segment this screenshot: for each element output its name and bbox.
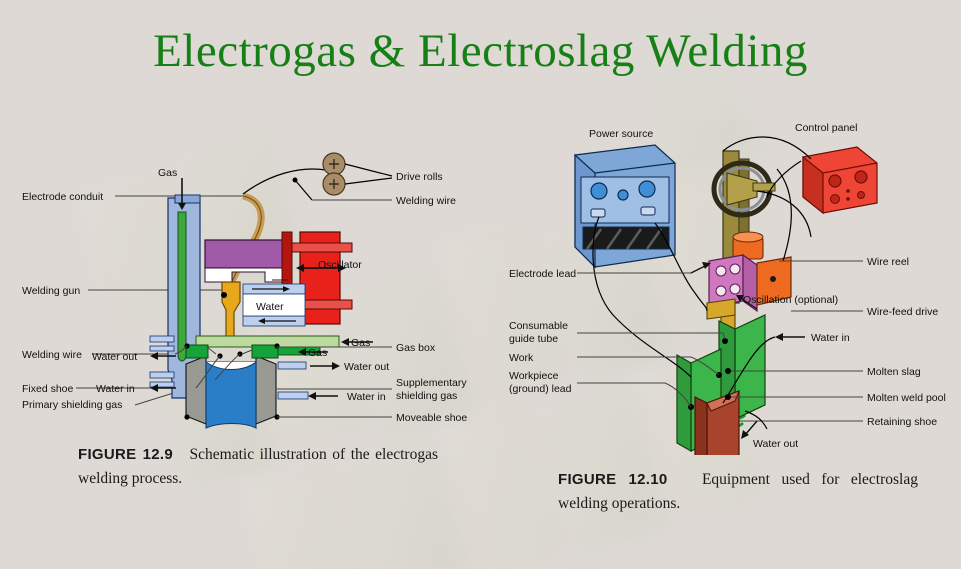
water-out-arrow [741,410,768,439]
node-molten-slag [725,368,731,374]
label-oscillator: Oscillator [318,259,362,271]
label-fixed-shoe: Fixed shoe [22,383,74,395]
label-welding-wire-right: Welding wire [396,195,456,207]
label-control-panel: Control panel [795,122,857,134]
figure-12-9-number: FIGURE 12.9 [78,446,173,463]
figure-12-9-caption: FIGURE 12.9 Schematic illustration of th… [78,443,438,491]
welding-wire-branch [294,179,313,201]
page-title: Electrogas & Electroslag Welding [153,25,808,77]
label-drive-rolls: Drive rolls [396,171,443,183]
label-primary-shielding-gas: Primary shielding gas [22,399,122,411]
label-workpiece-ground-lead-line2: (ground) lead [509,383,572,395]
leader-lines-left-fig2 [577,272,726,408]
label-workpiece-ground-lead-line1: Workpiece [509,370,559,382]
label-water-in-fig2: Water in [811,332,850,344]
oscillator-shape [272,231,353,325]
figure-12-10-diagram: Power source Control panel Wire reel Wir… [509,122,946,455]
label-oscillation-optional: Oscillation (optional) [743,294,838,306]
control-panel-shape [802,146,878,215]
nozzle-node [221,292,227,298]
label-supplementary-line1: Supplementary [396,377,467,389]
label-work: Work [509,352,534,364]
water-in-arrow [722,333,805,404]
figure-12-9-diagram: Electrode conduit Gas Welding gun Weldin… [22,152,467,429]
label-water-out-left: Water out [92,351,137,363]
label-consumable-guide-tube-line1: Consumable [509,320,568,332]
electrode-lead-arrow [690,262,711,274]
wire-feed-drive-shape [708,253,792,313]
label-water-out-right: Water out [344,361,389,373]
leader-lines-right-fig2 [731,260,863,422]
label-gas-top: Gas [158,167,177,179]
oscillation-arrow [736,295,758,310]
welding-wire-path [242,168,327,195]
label-consumable-guide-tube-line2: guide tube [509,333,558,345]
figure-12-10-number: FIGURE 12.10 [558,471,668,488]
gas-box-arrow-shape [341,338,373,346]
label-molten-weld-pool: Molten weld pool [867,392,946,404]
label-gas-lower-arrow: Gas [308,347,327,359]
label-supplementary-line2: shielding gas [396,390,457,402]
label-gas-box-arrow: Gas [351,337,370,349]
label-power-source: Power source [589,128,653,140]
label-electrode-conduit: Electrode conduit [22,191,103,203]
retaining-shoe-shape [694,390,740,455]
figure-12-10-caption-text: Equipment used for electroslag welding o… [558,471,918,513]
figure-12-9-caption-text: Schematic illustration of the electrogas… [78,446,438,488]
flow-arrows [150,348,340,400]
label-molten-slag: Molten slag [867,366,921,378]
power-source-shape [574,144,676,269]
label-moveable-shoe: Moveable shoe [396,412,467,424]
nozzle-shape [221,281,241,341]
water-channel [242,283,306,327]
label-welding-gun: Welding gun [22,285,80,297]
label-water-out-fig2: Water out [753,438,798,450]
label-water-in-right: Water in [347,391,386,403]
leader-lines-right [276,346,392,418]
cables [592,136,812,378]
shoes-and-weld-pool [174,343,321,429]
label-electrode-lead: Electrode lead [509,268,576,280]
wire-node [292,177,298,183]
drive-rolls-shape [322,152,393,196]
label-retaining-shoe: Retaining shoe [867,416,937,428]
label-water-in-left: Water in [96,383,135,395]
label-water-center: Water [256,301,284,313]
label-welding-wire-left: Welding wire [22,349,82,361]
figure-12-10-caption: FIGURE 12.10 Equipment used for electros… [558,468,918,516]
purple-bar [204,239,288,269]
node-guide-tube [722,338,728,344]
label-gas-box: Gas box [396,342,436,354]
label-wire-feed-drive: Wire-feed drive [867,306,938,318]
label-wire-reel: Wire reel [867,256,909,268]
